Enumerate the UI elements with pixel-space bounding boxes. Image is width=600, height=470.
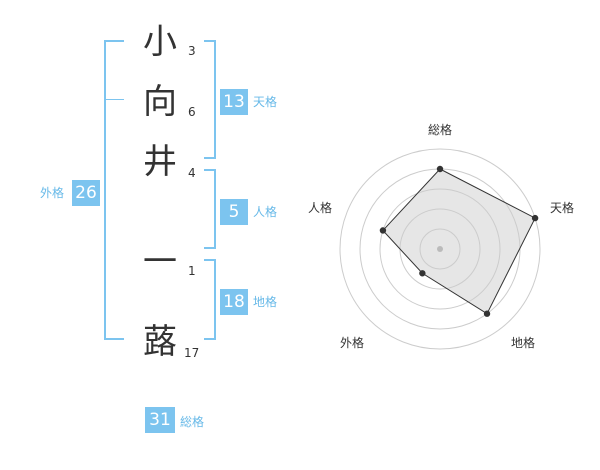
name-char-1: 小 xyxy=(143,22,177,62)
radar-point-1 xyxy=(436,165,444,173)
tenkaku-bracket xyxy=(204,40,216,159)
gaikaku-bracket-tick xyxy=(104,99,124,100)
stroke-count-4: 1 xyxy=(188,264,196,278)
radar-label-soukaku: 総格 xyxy=(428,123,453,137)
jinkaku-value-badge: 5 xyxy=(220,199,248,225)
stroke-count-5: 17 xyxy=(184,346,200,360)
jinkaku-label: 人格 xyxy=(253,205,278,219)
stroke-count-3: 4 xyxy=(188,166,196,180)
gaikaku-value-badge: 26 xyxy=(72,180,100,206)
tenkaku-label: 天格 xyxy=(253,95,278,109)
radar-label-chikaku: 地格 xyxy=(511,336,536,350)
gaikaku-bracket xyxy=(104,40,124,340)
tenkaku-value-badge: 13 xyxy=(220,89,248,115)
radar-label-jinkaku: 人格 xyxy=(308,201,333,215)
name-char-5: 蕗 xyxy=(143,322,177,362)
radar-ring-3 xyxy=(379,188,501,310)
radar-point-3 xyxy=(483,310,491,317)
soukaku-value-badge: 31 xyxy=(145,407,175,433)
radar-label-tenkaku: 天格 xyxy=(550,201,575,215)
stroke-count-1: 3 xyxy=(188,44,196,58)
radar-label-gaikaku: 外格 xyxy=(340,336,365,350)
name-char-4: 一 xyxy=(143,242,177,282)
radar-center-dot xyxy=(437,246,443,252)
gaikaku-label: 外格 xyxy=(40,186,65,200)
radar-ring-1 xyxy=(419,228,461,270)
chikaku-value-badge: 18 xyxy=(220,289,248,315)
radar-point-4 xyxy=(419,270,426,277)
chikaku-label: 地格 xyxy=(253,295,278,309)
chikaku-bracket xyxy=(204,259,216,340)
name-char-2: 向 xyxy=(143,82,177,122)
radar-point-5 xyxy=(379,227,387,234)
radar-data-outline xyxy=(382,168,536,315)
stroke-count-2: 6 xyxy=(188,105,196,119)
radar-point-2 xyxy=(531,214,539,222)
name-char-3: 井 xyxy=(143,142,177,182)
soukaku-label: 総格 xyxy=(180,415,205,429)
jinkaku-bracket xyxy=(204,169,216,249)
